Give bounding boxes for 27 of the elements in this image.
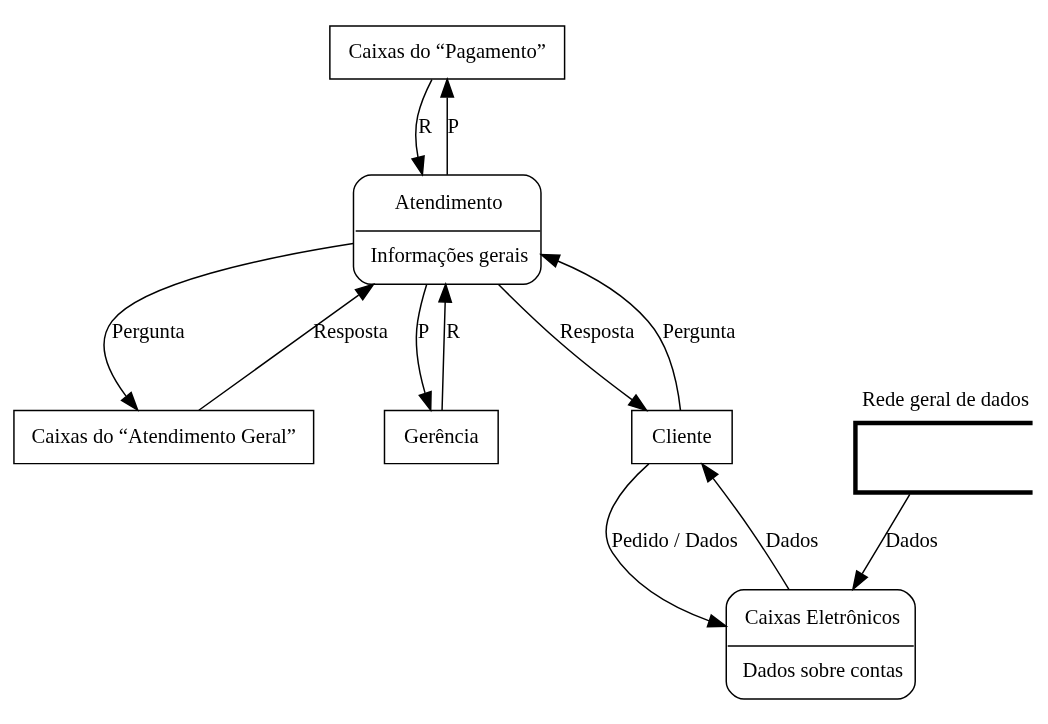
arrow xyxy=(539,253,682,411)
arrow xyxy=(440,76,455,175)
edge-label: Resposta xyxy=(559,319,635,342)
arrow xyxy=(103,242,354,412)
arrow xyxy=(605,462,729,628)
arrow xyxy=(437,281,453,411)
node-box: Gerência xyxy=(383,409,499,464)
edge-label: P xyxy=(417,319,430,342)
arrow xyxy=(410,78,433,177)
arrow xyxy=(700,461,790,590)
edge-label: P xyxy=(447,113,459,136)
arrow xyxy=(198,282,376,411)
edge-label: Pedido / Dados xyxy=(611,528,738,551)
edge-label: Pergunta xyxy=(111,319,185,342)
arrow xyxy=(415,283,432,412)
edge-label: Dados xyxy=(885,528,938,551)
edge-label: Resposta xyxy=(313,319,388,342)
edge-label: Pergunta xyxy=(662,319,736,342)
edge-label: R xyxy=(418,113,432,136)
node-box: Caixas do “Pagamento” xyxy=(329,24,566,80)
edge-label: Dados xyxy=(765,528,819,551)
arrow xyxy=(497,283,649,412)
arrow xyxy=(851,493,911,591)
node-box: Cliente xyxy=(631,409,733,464)
node-text: Rede geral de dados xyxy=(862,387,1029,410)
edge-label: R xyxy=(446,319,461,342)
node-box: Caixas do “Atendimento Geral” xyxy=(13,409,315,464)
